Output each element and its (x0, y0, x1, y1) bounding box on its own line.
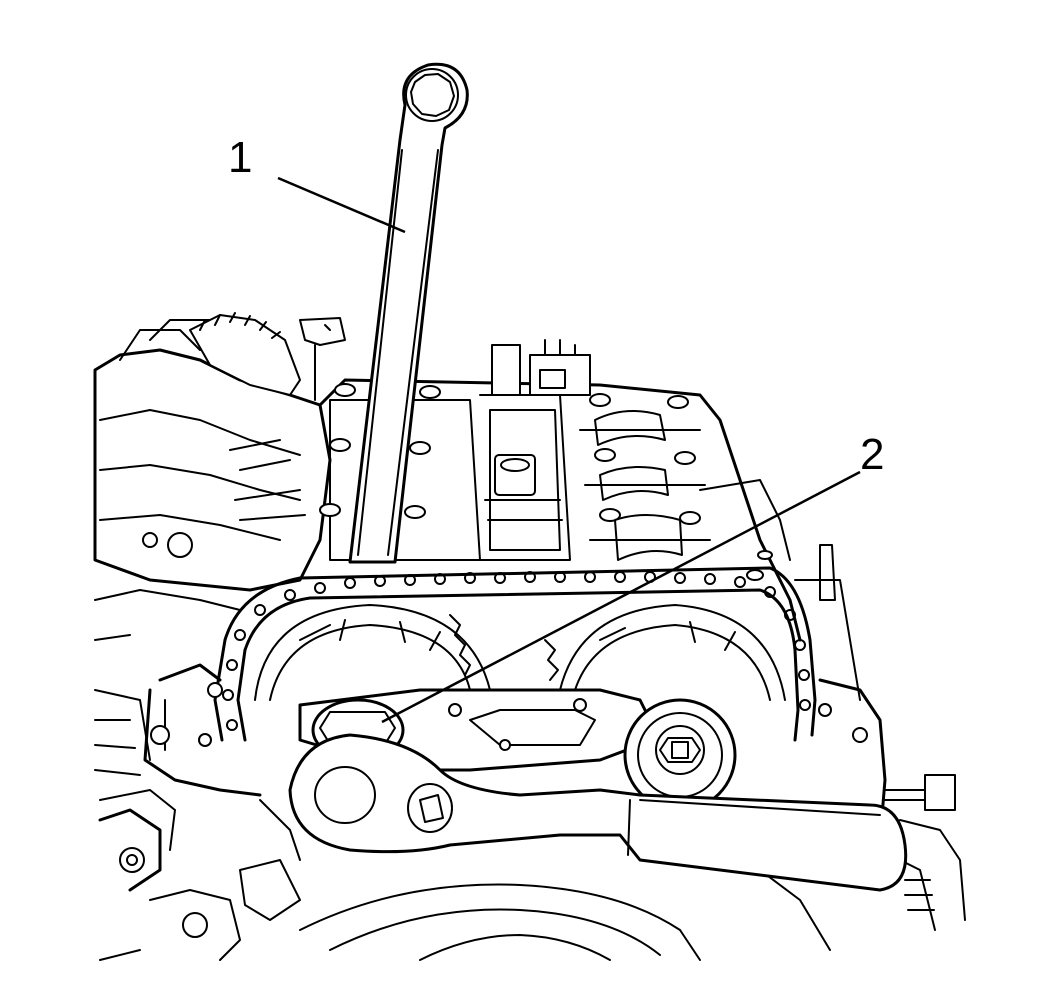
intake-cam-sprocket (254, 604, 491, 701)
chain-links (222, 571, 811, 731)
callout-1: 1 (228, 133, 406, 234)
camshaft-lobes (579, 410, 711, 561)
exhaust-cam-sprocket (544, 604, 786, 701)
timing-chain (213, 566, 817, 742)
cylinder-head (318, 339, 861, 701)
ratchet-wrench (288, 733, 908, 892)
lower-engine (94, 689, 831, 961)
cam-cap-bolts (319, 383, 773, 581)
callout-1-leader (277, 176, 406, 234)
exhaust-cam-bolt (623, 698, 737, 812)
box-end-wrench (348, 62, 469, 564)
callout-2-label: 2 (860, 430, 884, 479)
callout-2-leader (381, 470, 861, 724)
left-engine-components (93, 312, 346, 641)
callout-2: 2 (381, 430, 884, 724)
callout-1-label: 1 (228, 133, 252, 182)
